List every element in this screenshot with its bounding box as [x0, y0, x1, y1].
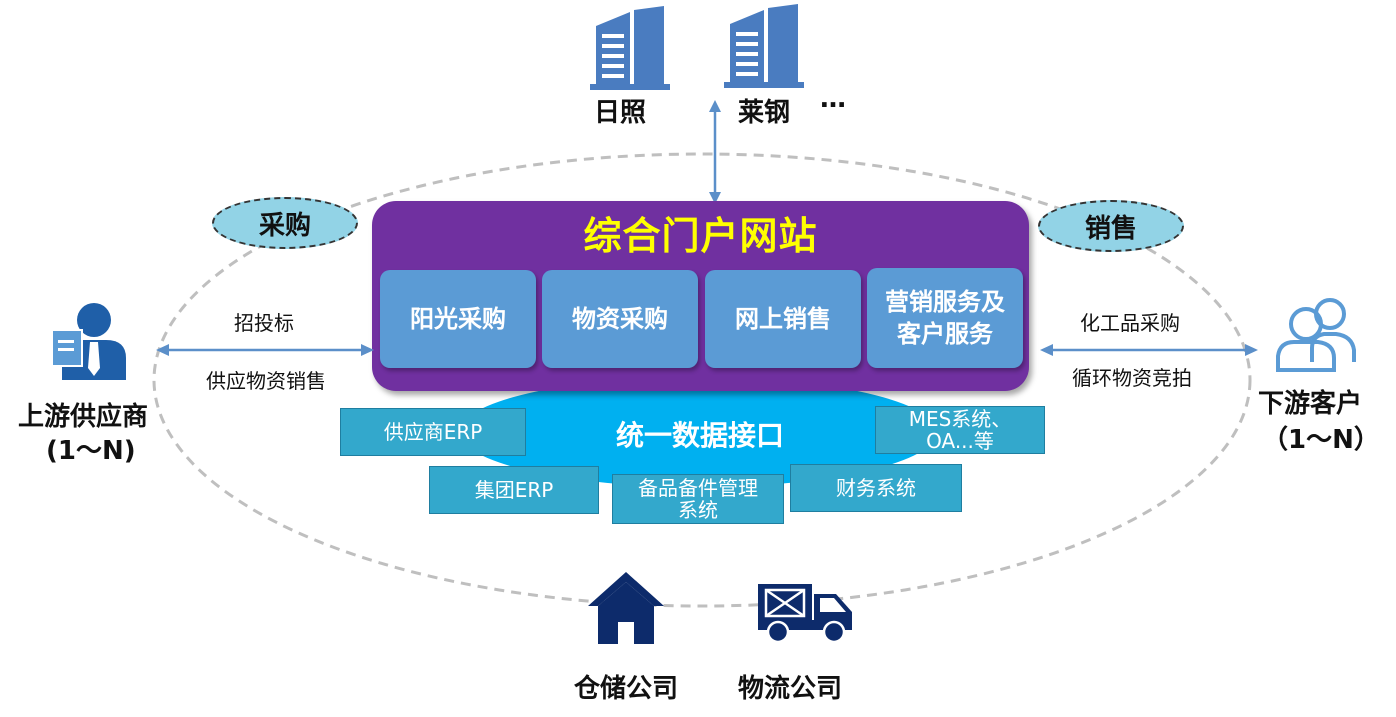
- finance-box: 财务系统: [790, 464, 962, 512]
- left-link-bottom: 供应物资销售: [206, 369, 326, 393]
- truck-icon: [758, 584, 852, 644]
- module-online-sales[interactable]: 网上销售: [705, 270, 861, 368]
- upstream-count: (1～N): [46, 436, 136, 466]
- logistics-company-label: 物流公司: [738, 674, 843, 704]
- portal-title: 综合门户网站: [583, 214, 818, 258]
- purchase-tag: 采购: [212, 197, 358, 249]
- module-marketing-service[interactable]: 营销服务及 客户服务: [867, 268, 1023, 368]
- warehouse-icon: [588, 572, 664, 644]
- supplier-erp-box: 供应商ERP: [340, 408, 526, 456]
- group-erp-box: 集团ERP: [429, 466, 599, 514]
- right-link-top: 化工品采购: [1080, 311, 1180, 335]
- upstream-supplier-label: 上游供应商: [18, 402, 149, 432]
- supplier-person-icon: [51, 303, 126, 380]
- right-link-bottom: 循环物资竞拍: [1072, 366, 1192, 390]
- module-sunshine-purchase[interactable]: 阳光采购: [380, 270, 536, 368]
- left-link-top: 招投标: [234, 311, 294, 335]
- sales-tag: 销售: [1038, 200, 1184, 252]
- partner-more: …: [820, 84, 846, 114]
- spare-parts-box: 备品备件管理 系统: [612, 474, 784, 524]
- vertical-arrow: [709, 100, 721, 204]
- module-material-purchase[interactable]: 物资采购: [542, 270, 698, 368]
- partner-rizhao: 日照: [594, 98, 647, 128]
- partner-laigang: 莱钢: [738, 98, 791, 128]
- left-arrow: [156, 344, 374, 356]
- mes-oa-box: MES系统、 OA...等: [875, 406, 1045, 454]
- data-interface-label: 统一数据接口: [615, 419, 784, 452]
- warehouse-company-label: 仓储公司: [574, 674, 679, 704]
- right-arrow: [1040, 344, 1258, 356]
- downstream-count: （1～N）: [1262, 425, 1380, 455]
- customers-icon: [1276, 298, 1356, 372]
- downstream-customer-label: 下游客户: [1258, 389, 1363, 419]
- building-icon: [724, 4, 804, 88]
- building-icon: [590, 6, 670, 90]
